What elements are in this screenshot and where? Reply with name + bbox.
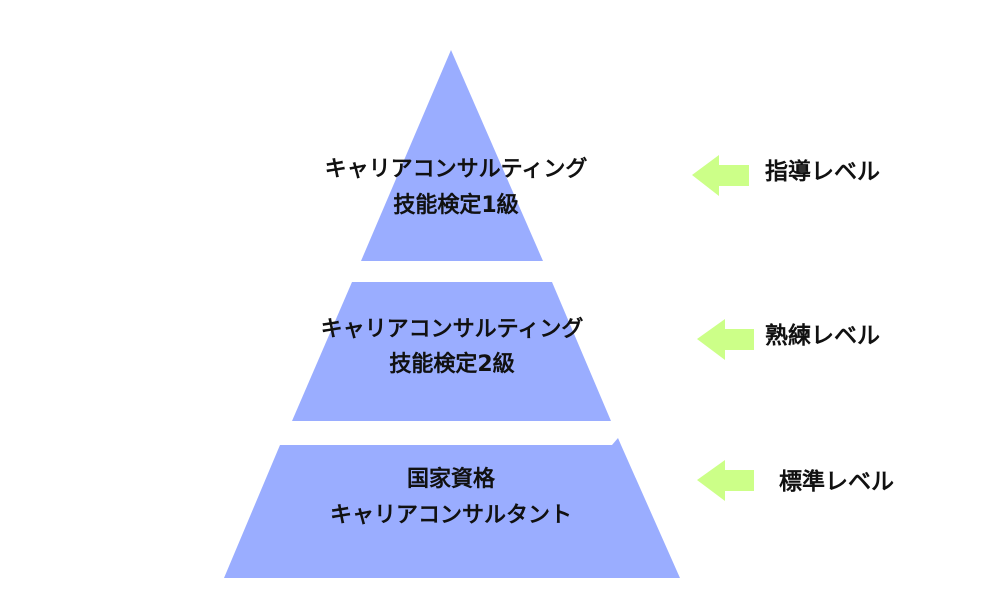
- pyramid-tier-bottom: [224, 438, 680, 578]
- pyramid-tier-middle: [292, 282, 611, 421]
- tier-top-line-2: 技能検定1級: [393, 192, 518, 218]
- pyramid-tier-top: [361, 50, 543, 261]
- level-label-bottom: 標準レベル: [779, 468, 894, 495]
- arrow-left-icon: [697, 319, 754, 360]
- arrow-left-icon: [692, 155, 749, 196]
- arrow-left-icon: [697, 460, 754, 501]
- tier-bottom-line-1: 国家資格: [407, 466, 496, 492]
- tier-middle-line-2: 技能検定2級: [389, 351, 514, 377]
- level-label-middle: 熟練レベル: [765, 322, 880, 349]
- level-label-top: 指導レベル: [765, 158, 880, 185]
- tier-bottom-line-2: キャリアコンサルタント: [330, 503, 572, 528]
- tier-top-line-1: キャリアコンサルティング: [325, 156, 588, 182]
- tier-middle-line-1: キャリアコンサルティング: [321, 316, 584, 342]
